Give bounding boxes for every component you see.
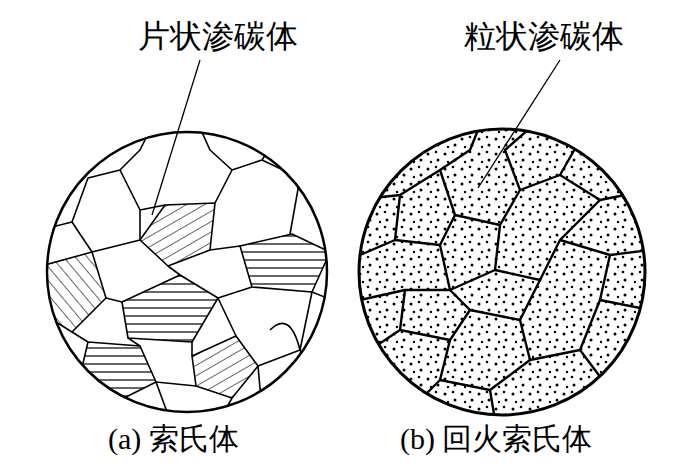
sorbite-grains [40,128,335,420]
field-circle [359,129,645,415]
leader-line [152,60,200,215]
leader-line [478,60,560,188]
tempered-sorbite-grains [355,125,655,420]
field-circle [47,132,327,412]
figure-caption: (a) 索氏体 [108,424,239,454]
component-label: 粒状渗碳体 [464,20,624,52]
component-label: 片状渗碳体 [138,20,298,52]
figure-caption: (b) 回火索氏体 [400,424,592,454]
